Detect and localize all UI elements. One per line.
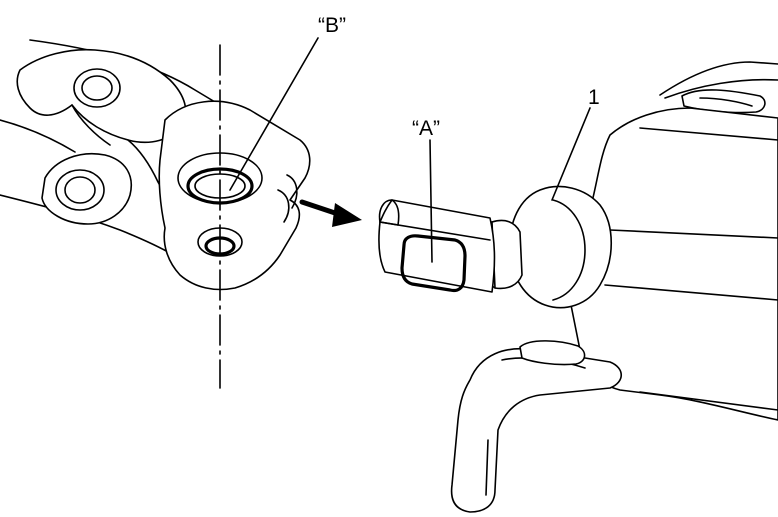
universal-joint-yoke bbox=[0, 39, 311, 389]
label-a: “A” bbox=[412, 117, 440, 140]
leader-a bbox=[429, 139, 433, 263]
assembly-direction-arrow bbox=[299, 199, 362, 227]
leader-b bbox=[229, 37, 319, 191]
leader-part-1 bbox=[551, 107, 591, 201]
label-part-1: 1 bbox=[588, 86, 600, 109]
steering-gear-box bbox=[378, 61, 778, 513]
callout-leaders bbox=[229, 37, 591, 263]
label-b: “B” bbox=[318, 14, 346, 37]
